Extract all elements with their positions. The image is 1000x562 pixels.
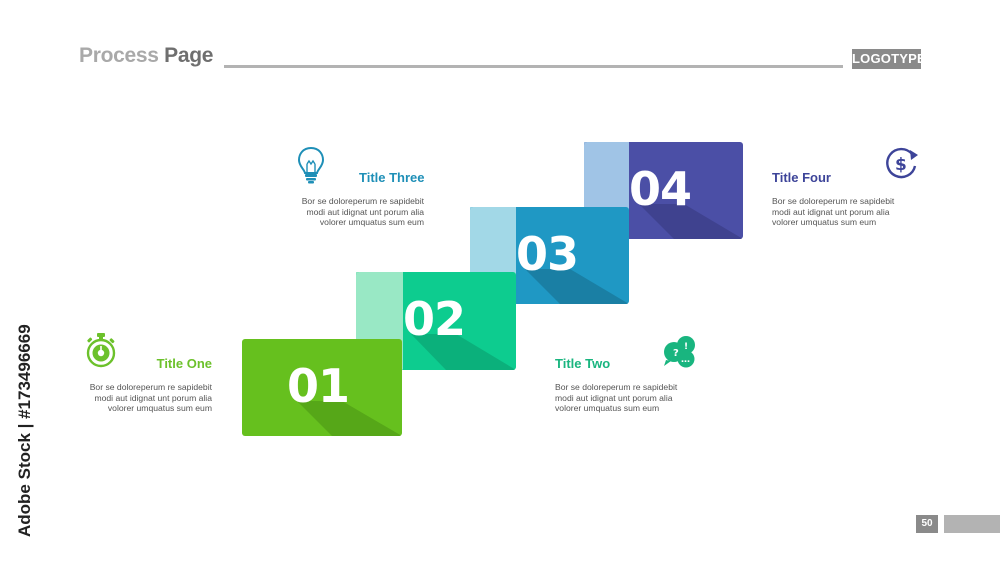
step-04-shadow (639, 204, 743, 239)
title-one-line-3: volorer umquatus sum eum (107, 403, 212, 414)
step-02-shadow (411, 334, 516, 370)
stopwatch-icon (84, 332, 118, 368)
title-four-body: Bor se doloreperum re sapidebit modi aut… (772, 196, 932, 228)
title-two-body: Bor se doloreperum re sapidebit modi aut… (555, 382, 715, 414)
title-two-line-3: volorer umquatus sum eum (555, 403, 660, 414)
step-number-02: 02 (403, 292, 466, 346)
step-number-01: 01 (287, 359, 350, 413)
header-rule (224, 65, 843, 68)
page-title-part2: Page (164, 44, 214, 67)
title-one-body: Bor se doloreperum re sapidebit modi aut… (60, 382, 212, 414)
title-three-line-1: Bor se doloreperum re sapidebit (301, 196, 424, 206)
title-two: Title Two (555, 356, 611, 371)
title-four-line-1: Bor se doloreperum re sapidebit (772, 196, 895, 206)
title-four-line-2: modi aut idignat unt porum alia (772, 206, 890, 217)
title-one: Title One (156, 356, 212, 371)
svg-text:!: ! (684, 342, 688, 352)
title-four: Title Four (772, 170, 831, 185)
title-two-line-1: Bor se doloreperum re sapidebit (555, 382, 678, 392)
title-three: Title Three (359, 170, 425, 185)
step-number-04: 04 (629, 162, 692, 216)
svg-text:…: … (681, 355, 690, 365)
title-three-body: Bor se doloreperum re sapidebit modi aut… (272, 196, 424, 228)
step-01-shadow (297, 401, 402, 436)
title-two-line-2: modi aut idignat unt porum alia (555, 392, 673, 403)
step-box-01: 01 (242, 339, 402, 436)
logo: LOGOTYPE (852, 49, 926, 69)
chat-bubbles-icon: ? ! … (663, 333, 697, 369)
lightbulb-icon (296, 145, 326, 185)
title-one-line-2: modi aut idignat unt porum alia (94, 392, 212, 403)
step-03-shadow (525, 269, 629, 304)
step-01-graphic (242, 339, 402, 436)
page-number: 50 (916, 515, 938, 533)
title-four-line-3: volorer umquatus sum eum (772, 217, 877, 228)
title-three-line-3: volorer umquatus sum eum (319, 217, 424, 228)
svg-text:?: ? (673, 348, 679, 359)
dollar-cycle-icon: $ (884, 147, 920, 181)
step-number-03: 03 (516, 227, 579, 281)
title-one-line-1: Bor se doloreperum re sapidebit (89, 382, 212, 392)
footer-bar (944, 515, 1000, 533)
svg-text:$: $ (895, 155, 907, 175)
page-title-part1: Process (79, 44, 165, 67)
page-title: Process Page (79, 44, 213, 68)
title-three-line-2: modi aut idignat unt porum alia (306, 206, 424, 217)
